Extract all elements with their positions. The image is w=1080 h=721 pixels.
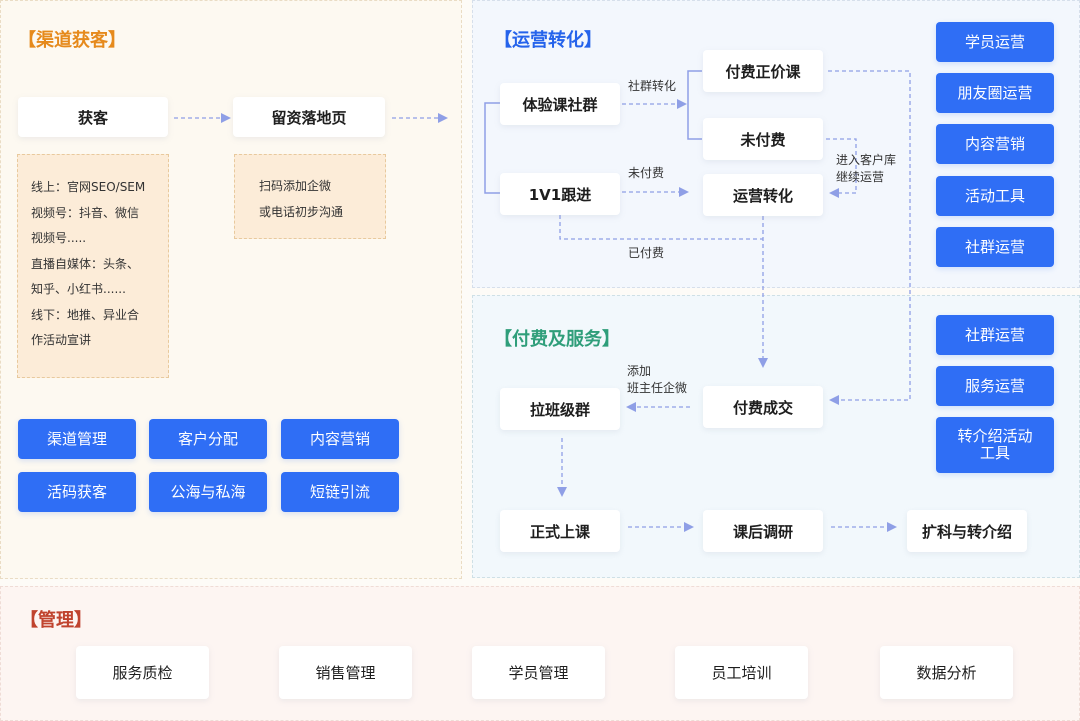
mgmt-data-analysis[interactable]: 数据分析: [880, 646, 1013, 699]
note-line: 或电话初步沟通: [259, 204, 344, 219]
tool-community-ops[interactable]: 社群运营: [936, 227, 1054, 267]
note-line: 线下：地推、异业合: [31, 307, 140, 322]
tool-live-qrcode[interactable]: 活码获客: [18, 472, 136, 512]
landing-page-note: 扫码添加企微 或电话初步沟通: [234, 154, 386, 239]
tool-referral-activity[interactable]: 转介绍活动工具: [936, 417, 1054, 473]
note-line: 线上：官网SEO/SEM: [31, 180, 146, 194]
tool-short-link[interactable]: 短链引流: [281, 472, 399, 512]
mgmt-sales[interactable]: 销售管理: [279, 646, 412, 699]
node-formal-class[interactable]: 正式上课: [500, 510, 620, 552]
node-trial-group[interactable]: 体验课社群: [500, 83, 620, 125]
node-one-on-one[interactable]: 1V1跟进: [500, 173, 620, 215]
note-line: 直播自媒体：头条、: [31, 256, 140, 271]
note-line: 视频号.....: [31, 231, 87, 245]
note-line: 作活动宣讲: [31, 333, 92, 347]
tool-activity[interactable]: 活动工具: [936, 176, 1054, 216]
tool-community-ops[interactable]: 社群运营: [936, 315, 1054, 355]
tool-student-ops[interactable]: 学员运营: [936, 22, 1054, 62]
node-acquire[interactable]: 获客: [18, 97, 168, 137]
note-line: 视频号：抖音、微信: [31, 205, 140, 220]
tool-public-private-pool[interactable]: 公海与私海: [149, 472, 267, 512]
label-enter-customer-pool: 进入客户库: [836, 153, 897, 167]
tool-content-marketing[interactable]: 内容营销: [281, 419, 399, 459]
label-teacher-wecom: 班主任企微: [627, 381, 688, 395]
acquire-channels-note: 线上：官网SEO/SEM 视频号：抖音、微信 视频号..... 直播自媒体：头条…: [17, 154, 169, 378]
label-unpaid: 未付费: [628, 166, 665, 180]
note-line: 扫码添加企微: [259, 179, 332, 193]
node-class-group[interactable]: 拉班级群: [500, 388, 620, 430]
tool-channel-management[interactable]: 渠道管理: [18, 419, 136, 459]
tool-customer-allocation[interactable]: 客户分配: [149, 419, 267, 459]
node-expand-referral[interactable]: 扩科与转介绍: [907, 510, 1027, 552]
label-continue-ops: 继续运营: [836, 170, 885, 184]
node-paid-deal[interactable]: 付费成交: [703, 386, 823, 428]
note-line: 知乎、小红书......: [31, 282, 126, 296]
node-paid-course[interactable]: 付费正价课: [703, 50, 823, 92]
node-unpaid[interactable]: 未付费: [703, 118, 823, 160]
tool-content-marketing[interactable]: 内容营销: [936, 124, 1054, 164]
label-community-convert: 社群转化: [628, 79, 677, 93]
mgmt-section-title: 【管理】: [20, 610, 92, 631]
mgmt-students[interactable]: 学员管理: [472, 646, 605, 699]
service-section-title: 【付费及服务】: [494, 329, 620, 350]
channel-section-title: 【渠道获客】: [18, 30, 126, 51]
mgmt-service-qc[interactable]: 服务质检: [76, 646, 209, 699]
mgmt-staff-training[interactable]: 员工培训: [675, 646, 808, 699]
label-add: 添加: [627, 364, 652, 378]
node-ops-convert[interactable]: 运营转化: [703, 174, 823, 216]
label-paid: 已付费: [628, 246, 665, 260]
node-post-class-survey[interactable]: 课后调研: [703, 510, 823, 552]
tool-service-ops[interactable]: 服务运营: [936, 366, 1054, 406]
tool-moments-ops[interactable]: 朋友圈运营: [936, 73, 1054, 113]
ops-section-title: 【运营转化】: [494, 30, 602, 51]
node-landing-page[interactable]: 留资落地页: [233, 97, 385, 137]
